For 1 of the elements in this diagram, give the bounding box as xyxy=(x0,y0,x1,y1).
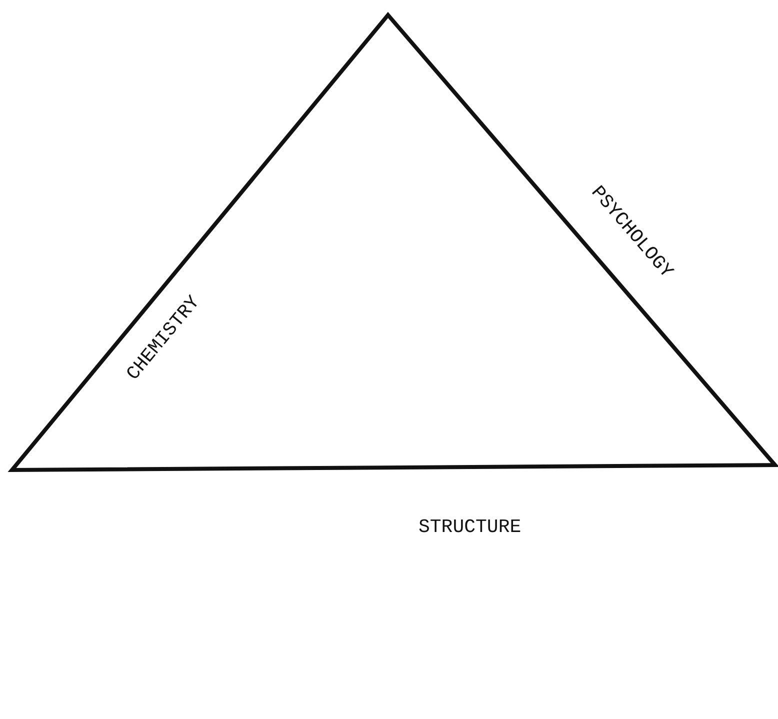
side-label: STRUCTURE xyxy=(418,516,522,538)
